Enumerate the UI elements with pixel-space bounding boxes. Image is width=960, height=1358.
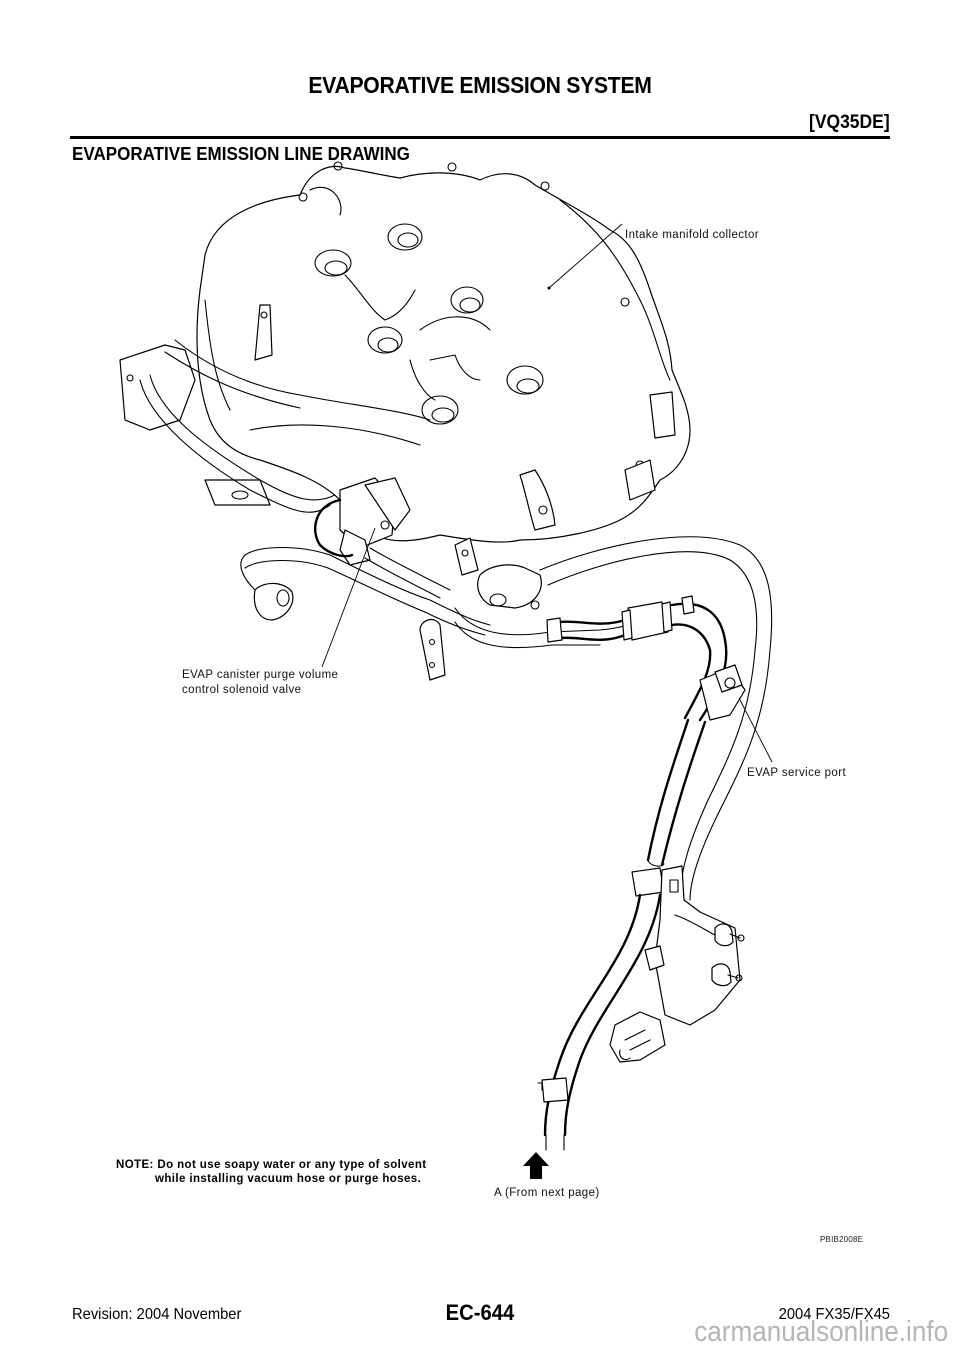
service-port-shape — [699, 664, 746, 721]
up-arrow-icon — [523, 1152, 549, 1179]
evap-line-drawing — [0, 160, 960, 1260]
label-from-next-page: A (From next page) — [494, 1187, 600, 1199]
watermark: carmanualsonline.info — [694, 1316, 948, 1348]
figure-id: PBIB2008E — [820, 1235, 864, 1244]
intake-manifold-collector-shape — [119, 161, 691, 543]
footer-model: 2004 FX35/FX45 — [778, 1306, 890, 1323]
line-drawing-illustration — [119, 161, 773, 1179]
footer-page-number: EC-644 — [445, 1300, 515, 1325]
purge-valve-shape — [313, 477, 411, 566]
label-intake-manifold-collector: Intake manifold collector — [625, 229, 760, 241]
engine-code: [VQ35DE] — [809, 112, 890, 133]
page-header-title: EVAPORATIVE EMISSION SYSTEM — [308, 72, 652, 98]
section-title: EVAPORATIVE EMISSION LINE DRAWING — [72, 143, 410, 164]
note-line-2: while installing vacuum hose or purge ho… — [155, 1173, 422, 1185]
label-service-port: EVAP service port — [747, 767, 847, 779]
note-line-1: NOTE: Do not use soapy water or any type… — [116, 1159, 427, 1171]
label-purge-valve-line2: control solenoid valve — [182, 684, 302, 696]
footer-revision: Revision: 2004 November — [72, 1306, 242, 1323]
header-divider — [70, 136, 890, 139]
bracket-assembly-shape — [609, 865, 745, 1063]
label-purge-valve-line1: EVAP canister purge volume — [182, 669, 339, 681]
